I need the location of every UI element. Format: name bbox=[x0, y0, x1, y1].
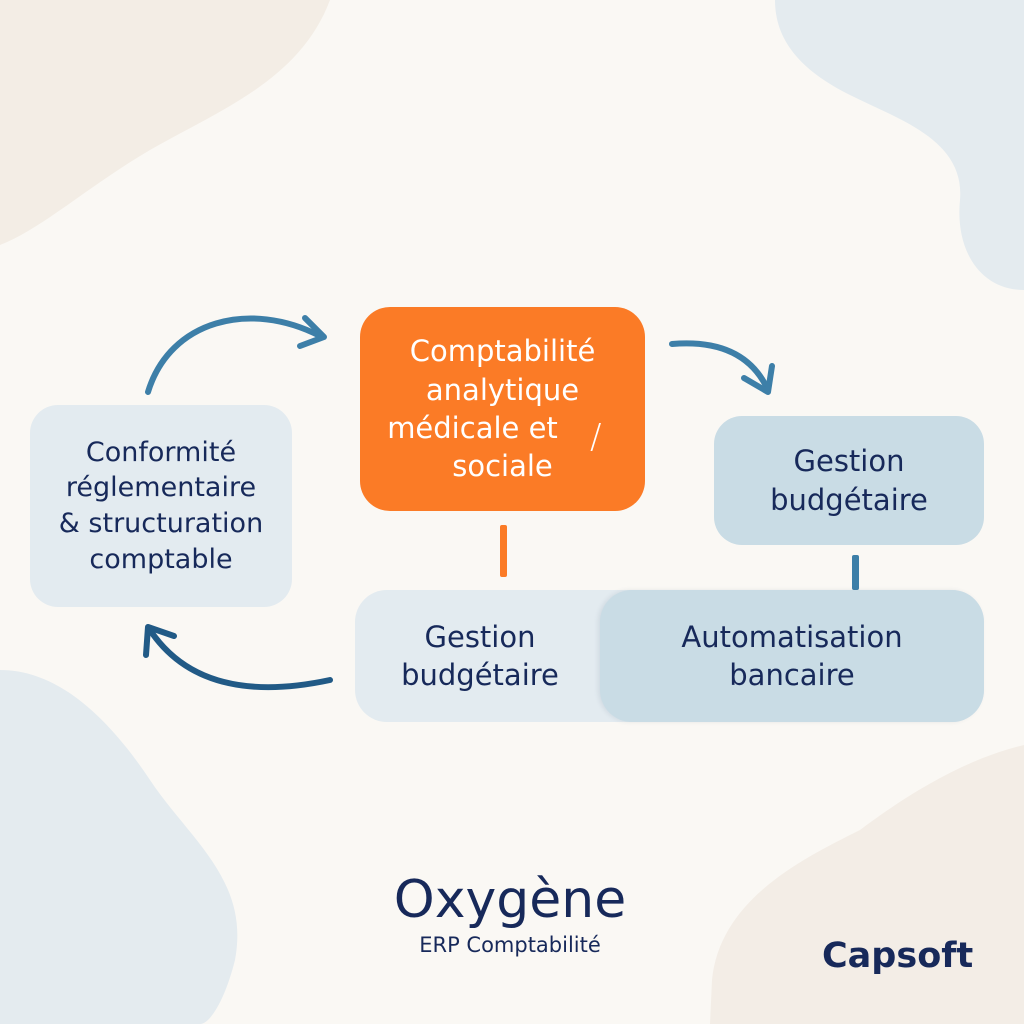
box-line: sociale bbox=[452, 449, 553, 484]
box-comptabilite-analytique: Comptabilité analytique médicale et soci… bbox=[360, 307, 645, 511]
company-logo: Capsoft bbox=[822, 936, 974, 976]
box-line: bancaire bbox=[729, 658, 855, 692]
box-line: Comptabilité bbox=[409, 334, 596, 369]
box-line: Automatisation bbox=[681, 619, 903, 654]
blue-connector bbox=[852, 555, 859, 590]
product-subtitle: ERP Comptabilité bbox=[419, 933, 601, 958]
box-gestion-budgetaire-right: Gestion budgétaire bbox=[714, 416, 984, 545]
box-line: Gestion bbox=[424, 619, 536, 654]
orange-connector bbox=[500, 525, 507, 577]
arrow-center-to-right bbox=[669, 340, 771, 393]
box-line: réglementaire bbox=[65, 472, 257, 504]
box-line: analytique bbox=[425, 372, 580, 407]
box-line: budgétaire bbox=[401, 658, 559, 692]
arrow-bottom-to-left bbox=[147, 627, 333, 691]
arrow-left-to-center bbox=[145, 315, 323, 395]
arrowhead-center-to-right-icon bbox=[741, 363, 775, 395]
product-name: Oxygène bbox=[393, 870, 627, 930]
arrowhead-bottom-to-left-icon bbox=[143, 624, 177, 658]
box-line: médicale et bbox=[387, 411, 558, 445]
blob-top-left bbox=[0, 0, 330, 245]
blob-bottom-left bbox=[0, 670, 238, 1024]
box-line: & structuration bbox=[58, 508, 264, 539]
box-automatisation-bancaire: Automatisation bancaire bbox=[600, 590, 984, 722]
slash-mark: / bbox=[590, 417, 602, 457]
product-logo: Oxygène ERP Comptabilité bbox=[360, 870, 660, 958]
blob-bottom-right bbox=[710, 745, 1024, 1024]
blob-top-right bbox=[775, 0, 1024, 290]
box-line: Gestion bbox=[793, 444, 905, 479]
box-line: Conformité bbox=[85, 436, 237, 468]
box-conformite: Conformité réglementaire & structuration… bbox=[30, 405, 292, 607]
box-line: budgétaire bbox=[770, 482, 928, 517]
box-line: comptable bbox=[89, 543, 233, 575]
arrowhead-left-to-center-icon bbox=[297, 315, 327, 349]
